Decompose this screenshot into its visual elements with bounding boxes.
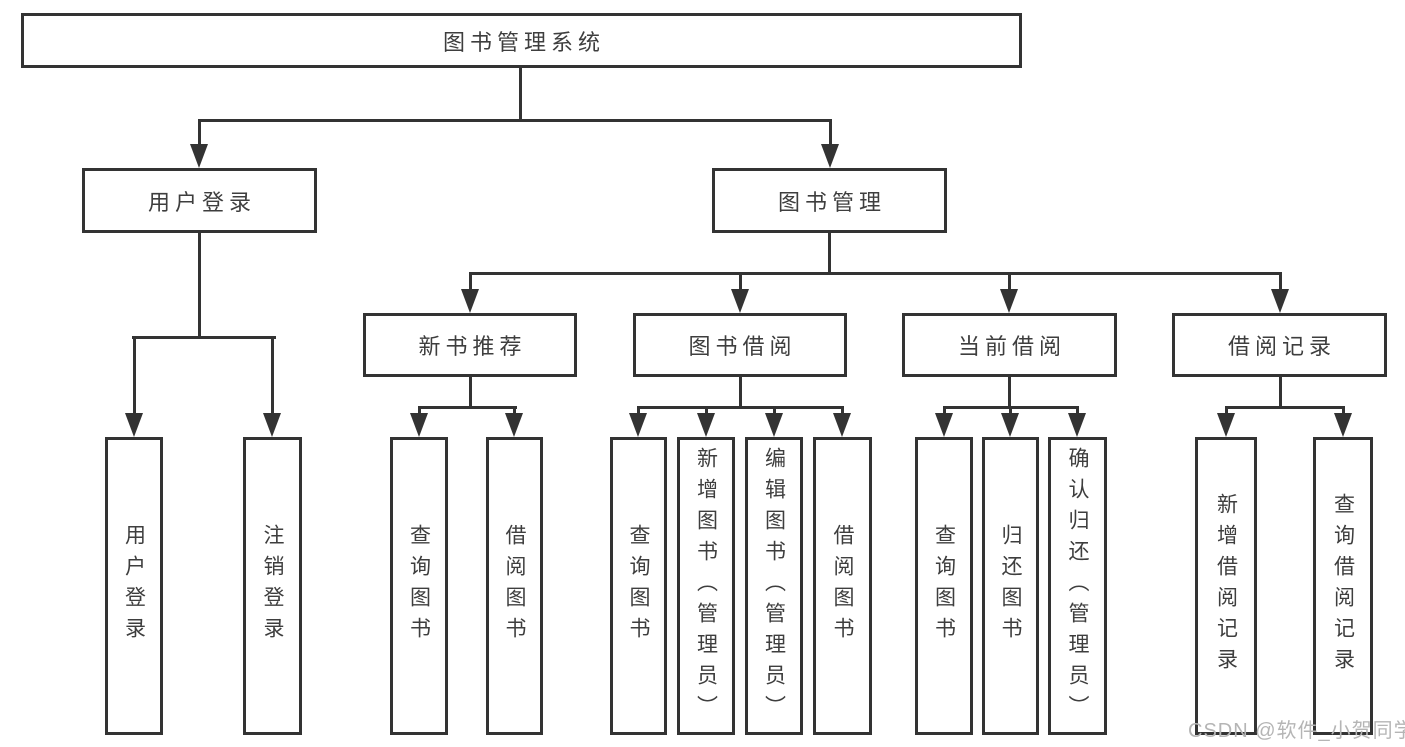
connector-newbooks-leaf2-shaft <box>513 406 516 417</box>
book-borrowing-box: 图书借阅 <box>633 313 847 377</box>
arrow-book-management-icon <box>821 144 839 168</box>
connector-root-hline <box>198 119 832 122</box>
current-borrowing-label: 当前借阅 <box>957 334 1066 359</box>
leaf-borrowing-add-label: 新增图书（管理员） <box>694 446 718 726</box>
connector-login-hline <box>132 336 276 339</box>
leaf-logout-box: 注销登录 <box>243 437 302 735</box>
arrow-current-leaf2-icon <box>1001 413 1019 437</box>
connector-current-leaf2-shaft <box>1009 406 1012 417</box>
arrow-borrow-records-icon <box>1271 289 1289 313</box>
connector-borrowing-leaf3-shaft <box>773 406 776 417</box>
connector-borrowing-stem <box>739 377 742 408</box>
leaf-records-query-box: 查询借阅记录 <box>1313 437 1373 735</box>
arrow-current-borrowing-icon <box>1000 289 1018 313</box>
connector-mgmt-records-shaft <box>1279 272 1282 293</box>
arrow-current-leaf1-icon <box>935 413 953 437</box>
connector-records-leaf1-shaft <box>1225 406 1228 417</box>
arrow-records-leaf2-icon <box>1334 413 1352 437</box>
user-login-box: 用户登录 <box>82 168 317 233</box>
arrow-newbooks-leaf1-icon <box>410 413 428 437</box>
connector-records-stem <box>1279 377 1282 408</box>
connector-newbooks-stem <box>469 377 472 408</box>
leaf-logout-label: 注销登录 <box>261 524 284 648</box>
arrow-new-books-icon <box>461 289 479 313</box>
user-login-label: 用户登录 <box>147 189 256 215</box>
connector-mgmt-current-shaft <box>1008 272 1011 293</box>
root-node-box: 图书管理系统 <box>21 13 1022 68</box>
arrow-borrowing-leaf4-icon <box>833 413 851 437</box>
connector-mgmt-borrowing-shaft <box>739 272 742 293</box>
leaf-borrowing-query-box: 查询图书 <box>610 437 667 735</box>
arrow-borrowing-leaf2-icon <box>697 413 715 437</box>
connector-mgmt-stem <box>828 233 831 275</box>
arrow-records-leaf1-icon <box>1217 413 1235 437</box>
leaf-borrowing-query-label: 查询图书 <box>627 524 650 648</box>
connector-current-stem <box>1008 377 1011 408</box>
connector-newbooks-leaf1-shaft <box>418 406 421 417</box>
leaf-newbooks-borrow-box: 借阅图书 <box>486 437 543 735</box>
connector-login-stem <box>198 233 201 339</box>
arrow-borrowing-leaf1-icon <box>629 413 647 437</box>
leaf-borrowing-edit-box: 编辑图书（管理员） <box>745 437 803 735</box>
current-borrowing-box: 当前借阅 <box>902 313 1117 377</box>
connector-login-leaf1-shaft <box>133 336 136 417</box>
leaf-records-add-label: 新增借阅记录 <box>1214 493 1238 679</box>
leaf-current-confirm-label: 确认归还（管理员） <box>1066 446 1089 726</box>
arrow-newbooks-leaf2-icon <box>505 413 523 437</box>
leaf-current-confirm-box: 确认归还（管理员） <box>1048 437 1107 735</box>
connector-root-left-shaft <box>198 119 201 148</box>
leaf-user-login-label: 用户登录 <box>122 524 146 648</box>
leaf-records-add-box: 新增借阅记录 <box>1195 437 1257 735</box>
leaf-newbooks-query-box: 查询图书 <box>390 437 448 735</box>
arrow-login-leaf1-icon <box>125 413 143 437</box>
arrow-login-leaf2-icon <box>263 413 281 437</box>
book-management-box: 图书管理 <box>712 168 947 233</box>
connector-root-right-shaft <box>829 119 832 148</box>
leaf-borrowing-edit-label: 编辑图书（管理员） <box>762 446 786 726</box>
new-books-label: 新书推荐 <box>418 334 527 359</box>
arrow-book-borrowing-icon <box>731 289 749 313</box>
connector-borrowing-leaf2-shaft <box>705 406 708 417</box>
leaf-newbooks-query-label: 查询图书 <box>407 524 431 648</box>
borrow-records-box: 借阅记录 <box>1172 313 1387 377</box>
connector-borrowing-hline <box>637 406 844 409</box>
book-management-label: 图书管理 <box>777 189 886 215</box>
watermark: CSDN @软件_小贺同学 <box>1188 720 1405 742</box>
connector-current-leaf1-shaft <box>943 406 946 417</box>
arrow-borrowing-leaf3-icon <box>765 413 783 437</box>
connector-borrowing-leaf1-shaft <box>637 406 640 417</box>
root-node-label: 图书管理系统 <box>442 29 605 55</box>
leaf-borrowing-borrow-box: 借阅图书 <box>813 437 872 735</box>
connector-newbooks-hline <box>418 406 517 409</box>
leaf-current-query-box: 查询图书 <box>915 437 973 735</box>
leaf-borrowing-add-box: 新增图书（管理员） <box>677 437 735 735</box>
connector-mgmt-newbooks-shaft <box>469 272 472 293</box>
connector-login-leaf2-shaft <box>271 336 274 417</box>
leaf-current-query-label: 查询图书 <box>932 524 956 648</box>
connector-records-leaf2-shaft <box>1342 406 1345 417</box>
book-borrowing-label: 图书借阅 <box>688 334 797 359</box>
arrow-current-leaf3-icon <box>1068 413 1086 437</box>
connector-root-stem <box>519 66 522 121</box>
new-books-box: 新书推荐 <box>363 313 577 377</box>
connector-records-hline <box>1225 406 1345 409</box>
connector-borrowing-leaf4-shaft <box>841 406 844 417</box>
connector-current-leaf3-shaft <box>1076 406 1079 417</box>
leaf-newbooks-borrow-label: 借阅图书 <box>503 524 526 648</box>
borrow-records-label: 借阅记录 <box>1227 334 1336 359</box>
arrow-user-login-icon <box>190 144 208 168</box>
leaf-records-query-label: 查询借阅记录 <box>1331 493 1355 679</box>
connector-mgmt-hline <box>469 272 1282 275</box>
leaf-current-return-label: 归还图书 <box>999 524 1022 648</box>
leaf-current-return-box: 归还图书 <box>982 437 1039 735</box>
leaf-user-login-box: 用户登录 <box>105 437 163 735</box>
leaf-borrowing-borrow-label: 借阅图书 <box>831 524 854 648</box>
